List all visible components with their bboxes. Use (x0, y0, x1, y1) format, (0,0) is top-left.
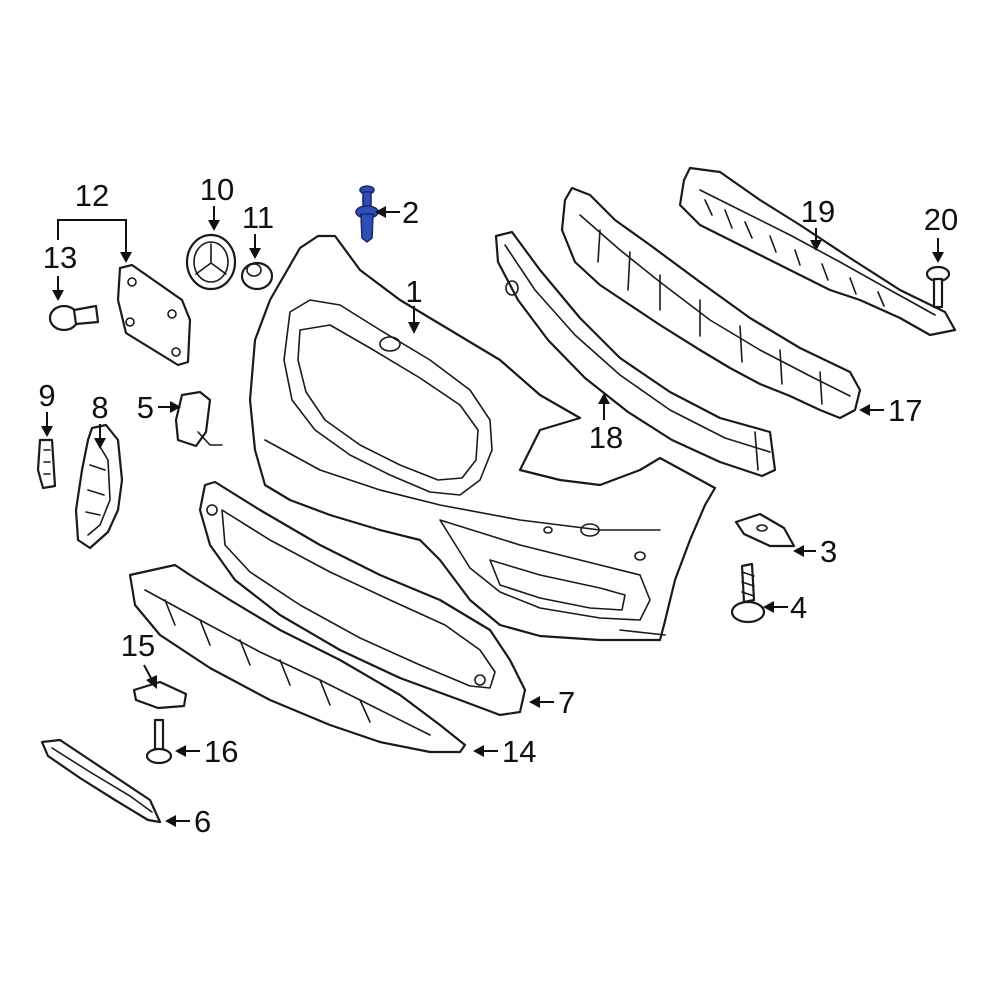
part-7-lower-grille (198, 480, 527, 717)
callout-8: 8 (91, 390, 108, 425)
callout-17: 17 (888, 393, 922, 428)
callout-9: 9 (38, 378, 55, 413)
callout-19: 19 (801, 194, 835, 229)
part-8-bracket (74, 423, 124, 550)
part-9-clip (36, 438, 57, 490)
part-1-bumper-cover (248, 234, 717, 642)
part-12-license-bracket (116, 263, 192, 367)
part-4-screw (730, 562, 766, 624)
part-18-reinforcement (494, 230, 777, 478)
callout-2: 2 (402, 195, 419, 230)
callout-16: 16 (204, 734, 238, 769)
part-6-trim-strip (40, 738, 162, 824)
callout-1: 1 (405, 274, 422, 309)
callout-13: 13 (43, 240, 77, 275)
part-14-air-deflector (128, 563, 467, 754)
callout-18: 18 (589, 420, 623, 455)
part-5-bracket (174, 390, 223, 448)
part-11-grommet (240, 261, 274, 291)
callout-4: 4 (790, 590, 807, 625)
part-3-nut-clip (734, 512, 796, 548)
part-17-absorber (560, 186, 862, 420)
leader-lines (41, 206, 944, 827)
callout-15: 15 (121, 628, 155, 663)
callout-14: 14 (502, 734, 536, 769)
part-16-bolt (145, 718, 173, 765)
callout-7: 7 (558, 685, 575, 720)
callout-6: 6 (194, 804, 211, 839)
callout-3: 3 (820, 534, 837, 569)
callout-10: 10 (200, 172, 234, 207)
part-13-push-pin (48, 304, 100, 332)
callout-5: 5 (137, 390, 154, 425)
part-2-push-rivet (355, 185, 379, 244)
part-10-emblem (185, 233, 237, 291)
callout-11: 11 (242, 200, 274, 235)
callout-labels: 1 2 3 4 5 6 7 8 9 10 11 12 13 14 15 16 1… (38, 172, 958, 839)
part-20-bolt (925, 265, 951, 309)
callout-12: 12 (75, 178, 109, 213)
callout-20: 20 (924, 202, 958, 237)
part-15-clip-nut (132, 680, 188, 710)
